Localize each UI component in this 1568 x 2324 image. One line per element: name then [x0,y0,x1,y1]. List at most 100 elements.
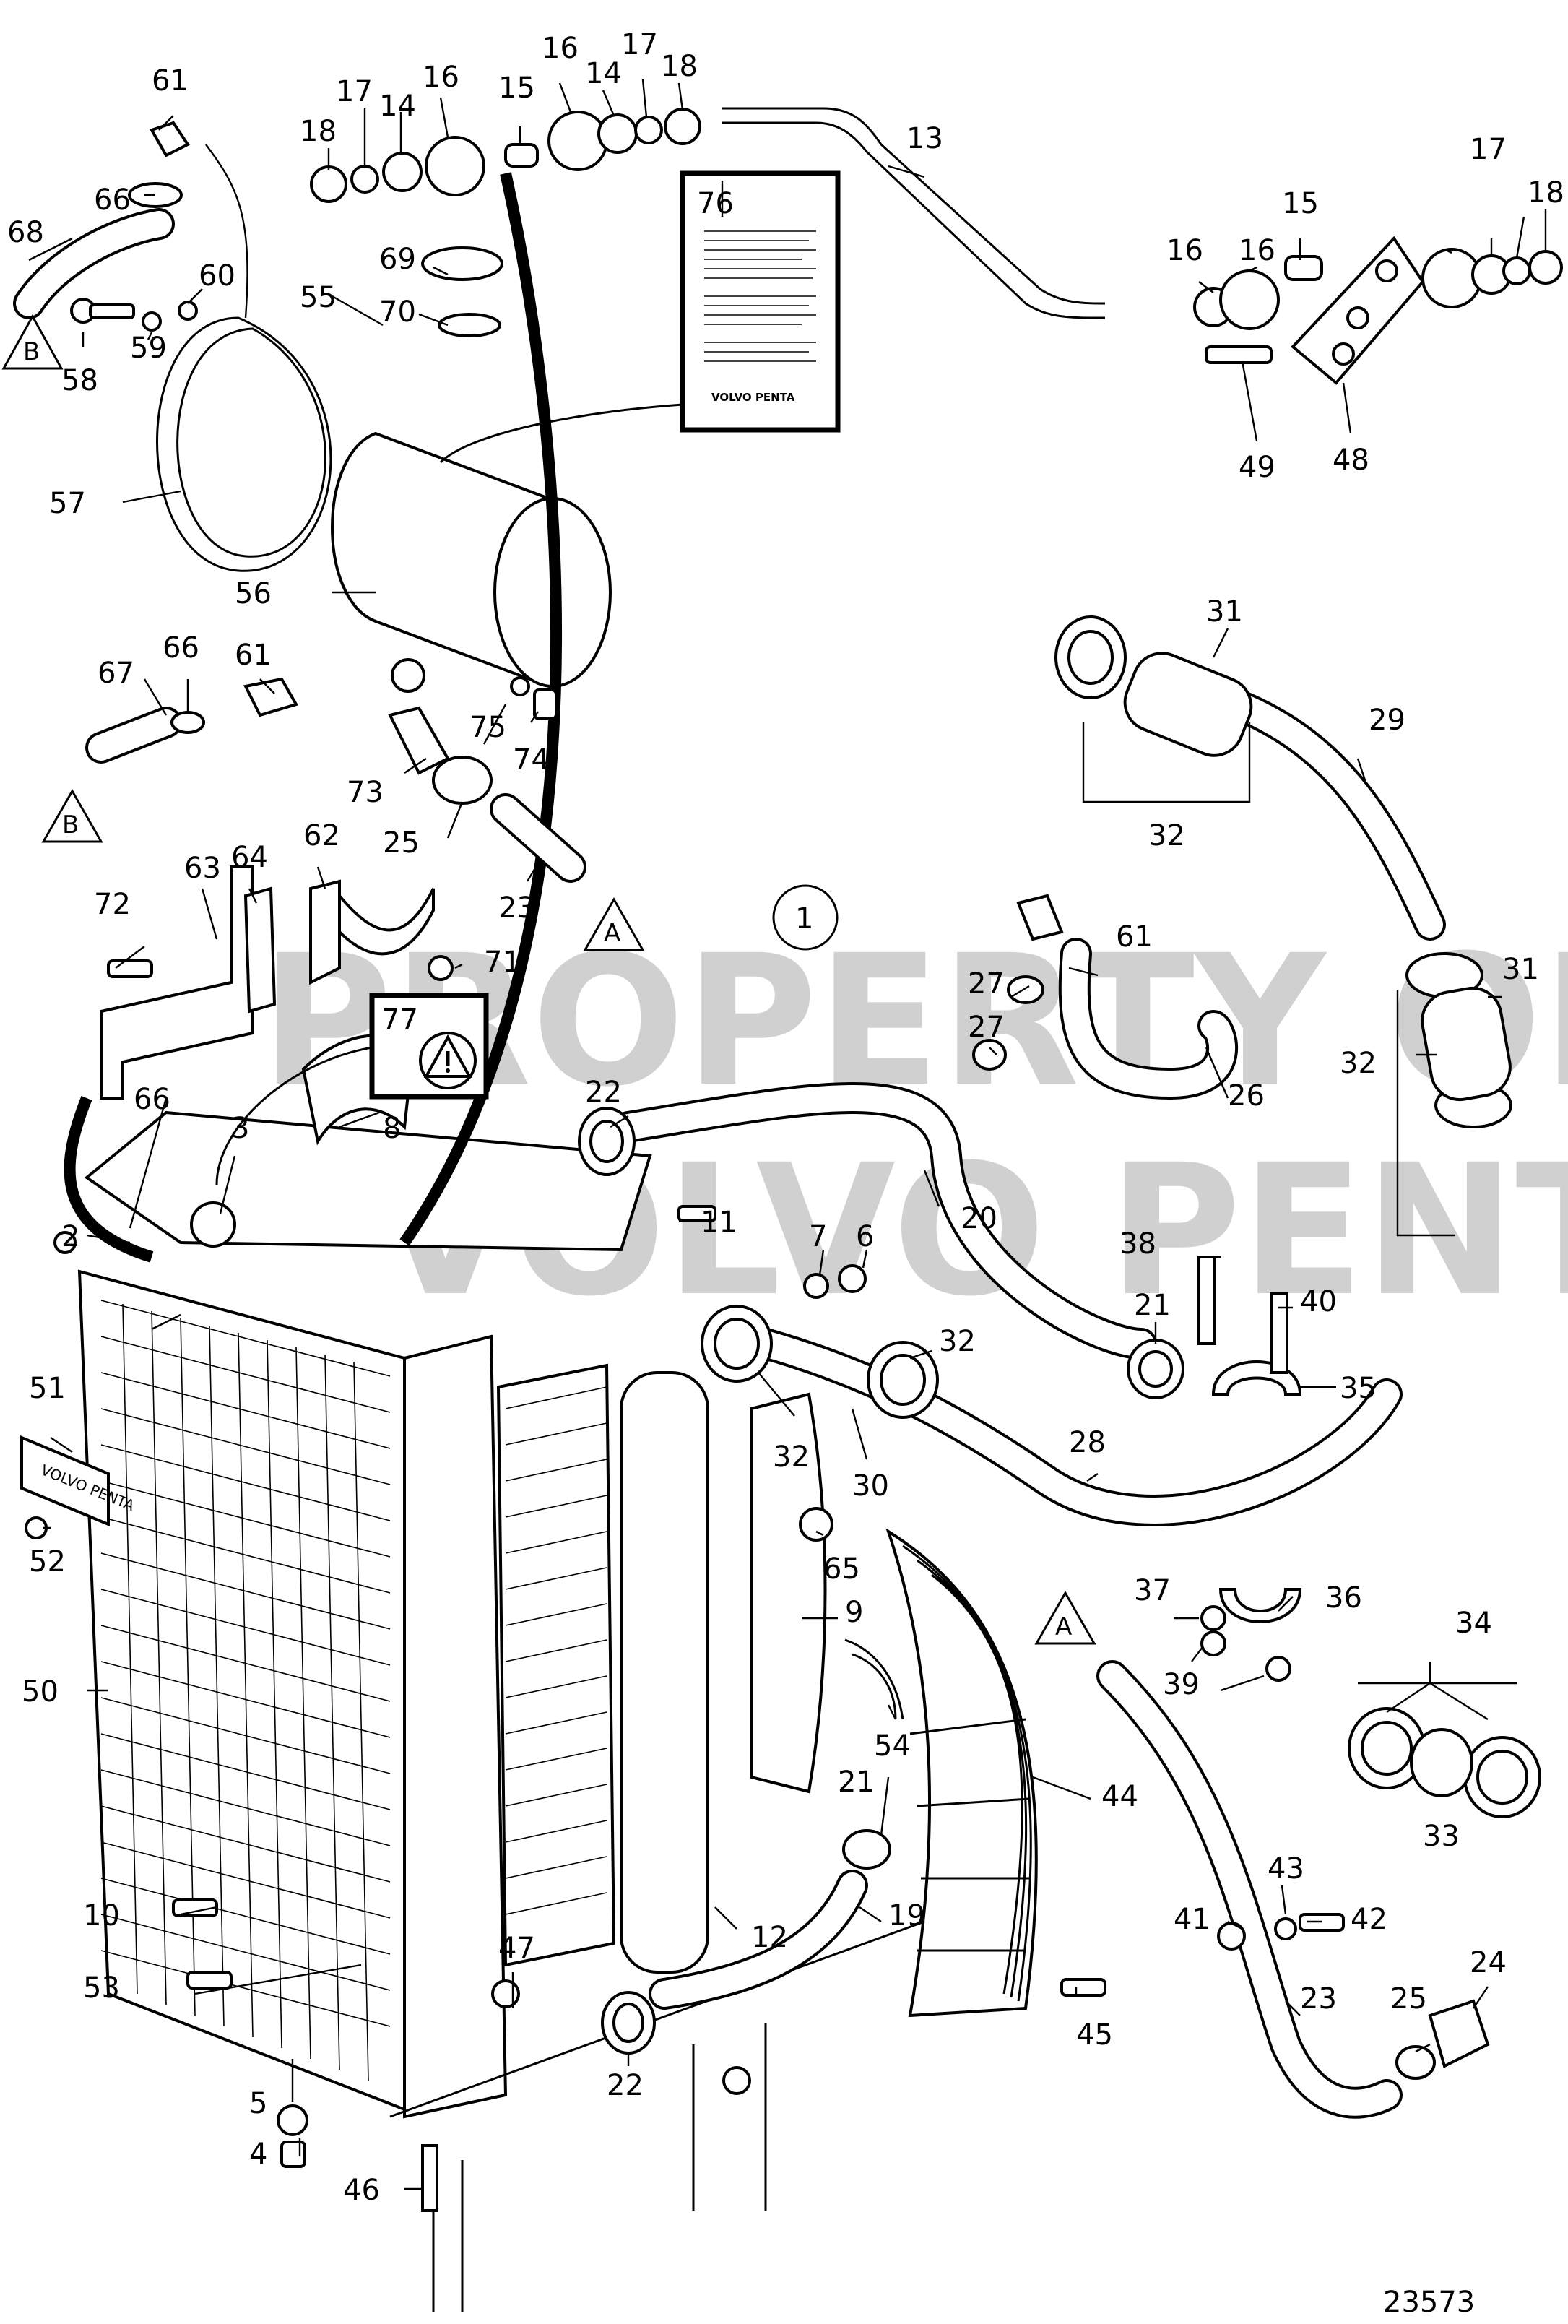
callout-16-d: 16 [1239,234,1275,267]
callout-6: 6 [856,1220,874,1253]
expansion-tank [331,246,612,693]
nameplate-51-plate [20,1435,110,1526]
side-brackets [100,865,454,1100]
callout-53: 53 [83,1971,120,2005]
callout-7: 7 [809,1220,827,1253]
callout-17-c: 17 [1470,133,1507,166]
warning-label-77: 77 [369,993,489,1100]
washer-17-left [350,165,379,194]
elbow-24 [1428,1999,1490,2068]
radiator-grille-mesh [100,1300,391,2081]
callout-16-b: 16 [542,32,579,65]
callout-49: 49 [1239,451,1275,484]
spacer-60 [178,301,198,321]
callout-40: 40 [1300,1285,1337,1318]
callout-27-a: 27 [968,967,1005,1001]
callout-2: 2 [61,1220,79,1253]
bracket-63 [100,865,254,1100]
bracket-64 [243,886,277,1014]
elbow-61-right [1016,894,1064,941]
callout-41: 41 [1174,1903,1210,1936]
callout-70: 70 [379,295,416,329]
elbow-61-top [150,121,190,157]
callout-18-b: 18 [661,50,698,83]
filler-cap [421,246,503,281]
intercooler-core [496,1363,616,1967]
clamp-27-mid [972,1039,1007,1071]
fan-guard [885,1528,1038,2018]
decal-76-number: 76 [697,187,734,220]
svg-text:1: 1 [795,902,813,936]
callout-25-a: 25 [383,826,420,860]
pipe-clamps [1197,1256,1345,1951]
callout-75: 75 [469,711,506,744]
bolt-45 [1060,1978,1106,1997]
callout-5: 5 [249,2087,267,2120]
callout-21-a: 21 [1134,1289,1171,1322]
nut-18-left [310,165,347,203]
callout-35: 35 [1340,1372,1377,1405]
callout-74: 74 [513,743,550,777]
reference-marker-B-mid: B [41,788,103,843]
bracket-62-clip [338,888,435,956]
bushing-65 [799,1507,833,1542]
spacer-59 [142,311,162,332]
washer-14-mid [597,113,638,154]
callout-18-c: 18 [1528,176,1564,209]
cap-seal [438,313,501,337]
callout-56: 56 [235,577,272,610]
clamp-21-low [842,1829,891,1870]
callout-65: 65 [823,1552,860,1586]
nut-18-right [1528,250,1563,285]
vertical-pipe-12 [620,1371,709,1974]
svg-text:B: B [23,337,40,366]
callout-63: 63 [184,852,221,885]
callout-18-a: 18 [300,115,337,148]
callout-23-a: 23 [498,891,535,925]
callout-22-b: 22 [607,2069,644,2102]
bolt-49 [1205,345,1273,364]
callout-38: 38 [1119,1227,1156,1261]
bolt-46 [421,2144,438,2212]
washer-75 [510,676,530,696]
callout-15-a: 15 [498,72,535,105]
callout-14-a: 14 [379,90,416,123]
callout-32-d: 32 [939,1325,976,1358]
bolt-38 [1197,1256,1216,1345]
callout-72: 72 [94,888,131,921]
callout-61-b: 61 [235,639,272,672]
arrow-76-to-tank [439,403,683,464]
callout-47: 47 [498,1932,535,1965]
decal-76: 76 VOLVO PENTA [680,170,841,433]
bolt-11 [677,1205,716,1222]
bolt-53 [186,1971,233,1990]
group-bracket-32-top [1082,722,1251,803]
callout-33: 33 [1423,1820,1460,1853]
callout-31-a: 31 [1206,595,1243,628]
callout-4: 4 [249,2138,267,2171]
callout-45: 45 [1076,2018,1113,2052]
callout-43: 43 [1268,1852,1304,1885]
callout-25-b: 25 [1390,1982,1427,2016]
callout-69: 69 [379,243,416,276]
elbow-73 [388,706,450,775]
washer-17-mid [634,116,663,144]
callout-27-b: 27 [968,1011,1005,1044]
callout-46: 46 [343,2174,380,2207]
callout-32-b: 32 [1340,1047,1377,1080]
callout-66-c: 66 [134,1083,170,1116]
nut-4 [280,2141,306,2168]
figure-number: 23573 [1383,2286,1475,2319]
callout-55: 55 [300,281,337,314]
radiator-side-frame [403,1334,508,2119]
callout-28: 28 [1069,1426,1106,1459]
clamp-25-low [1395,2045,1436,2080]
callout-34: 34 [1455,1607,1492,1640]
callout-9: 9 [845,1596,863,1629]
callout-13: 13 [906,122,943,155]
nut-lower [1265,1656,1291,1682]
sleeve-31-right [1421,986,1512,1102]
plug-6 [838,1264,867,1293]
clip-54 [844,1638,904,1720]
callout-36: 36 [1325,1581,1362,1615]
